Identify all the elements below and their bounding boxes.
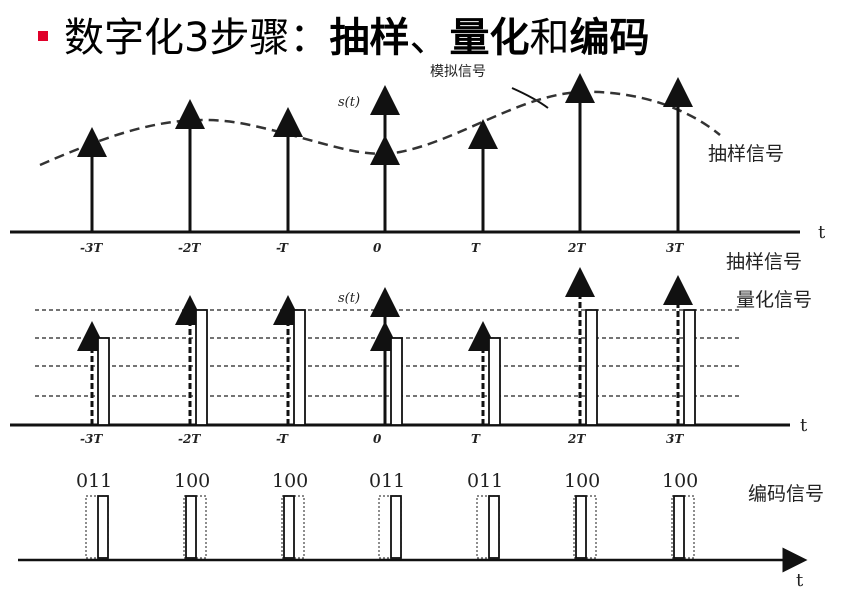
title-step-encoding: 编码 <box>569 15 650 61</box>
encoded-pulse <box>185 495 197 559</box>
t-axis-label-3: t <box>796 570 804 591</box>
sample-pulses <box>77 73 693 232</box>
tick-label: 0 <box>373 432 382 446</box>
encoded-pulses <box>85 495 695 559</box>
quantized-level-bar <box>293 309 306 426</box>
s-axis-label-2: s(t) <box>338 291 360 306</box>
encoded-pulse <box>97 495 109 559</box>
analog-signal-label: 模拟信号 <box>430 64 486 80</box>
quantized-level-bar <box>195 309 208 426</box>
quantized-pulses <box>77 267 696 426</box>
code-label: 100 <box>564 470 600 492</box>
title-separator: 和 <box>529 15 570 61</box>
s-axis-label-1: s(t) <box>338 95 360 110</box>
code-label: 011 <box>467 470 503 492</box>
bullet-icon <box>38 31 48 41</box>
encoded-bit-slot <box>573 495 597 559</box>
title-step-quantization: 量化 <box>449 15 530 61</box>
encoded-bit-slot <box>183 495 207 559</box>
t-axis-label-2: t <box>800 415 808 436</box>
analog-signal-curve <box>39 90 721 167</box>
tick-label: -3T <box>80 241 103 255</box>
quantized-level-bar <box>585 309 598 426</box>
quantized-level-bar <box>683 309 696 426</box>
tick-labels-2: -3T -2T -T 0 T 2T 3T <box>80 432 684 446</box>
encoded-pulse <box>575 495 587 559</box>
quantized-signal-label: 量化信号 <box>736 289 812 311</box>
sampled-signal-label-2: 抽样信号 <box>726 251 802 273</box>
tick-label: T <box>471 432 481 446</box>
title-step-sampling: 抽样 <box>329 15 410 61</box>
encoded-pulse <box>673 495 685 559</box>
quantized-level-bar <box>97 337 110 426</box>
t-axis-label-1: t <box>818 222 826 243</box>
code-label: 100 <box>662 470 698 492</box>
quantized-level-bar <box>488 337 501 426</box>
encoded-pulse <box>283 495 295 559</box>
tick-label: 2T <box>567 432 586 446</box>
tick-label: 3T <box>666 241 684 255</box>
code-labels: 011 100 100 011 011 100 100 <box>76 470 698 492</box>
encoded-bit-slot <box>281 495 305 559</box>
quantization-levels <box>35 309 740 397</box>
code-label: 100 <box>272 470 308 492</box>
page-title: 数字化3步骤：抽样、量化和编码 <box>38 14 649 62</box>
encoded-bit-slot <box>671 495 695 559</box>
code-label: 011 <box>76 470 112 492</box>
tick-label: 0 <box>373 241 382 255</box>
encoded-pulse <box>390 495 402 559</box>
tick-label: -2T <box>178 241 201 255</box>
tick-label: -2T <box>178 432 201 446</box>
tick-label: -T <box>276 241 289 255</box>
tick-label: -T <box>276 432 289 446</box>
quantized-level-bar <box>390 337 403 426</box>
tick-label: -3T <box>80 432 103 446</box>
analog-label-pointer <box>511 87 549 109</box>
tick-label: 3T <box>666 432 684 446</box>
code-label: 011 <box>369 470 405 492</box>
sampled-signal-label: 抽样信号 <box>708 143 784 165</box>
code-label: 100 <box>174 470 210 492</box>
tick-label: T <box>471 241 481 255</box>
encoded-signal-label: 编码信号 <box>748 483 824 505</box>
title-prefix: 数字化3步骤： <box>64 15 330 61</box>
tick-label: 2T <box>567 241 586 255</box>
title-separator: 、 <box>409 15 450 61</box>
tick-labels-1: -3T -2T -T 0 T 2T 3T <box>80 241 684 255</box>
encoded-pulse <box>488 495 500 559</box>
